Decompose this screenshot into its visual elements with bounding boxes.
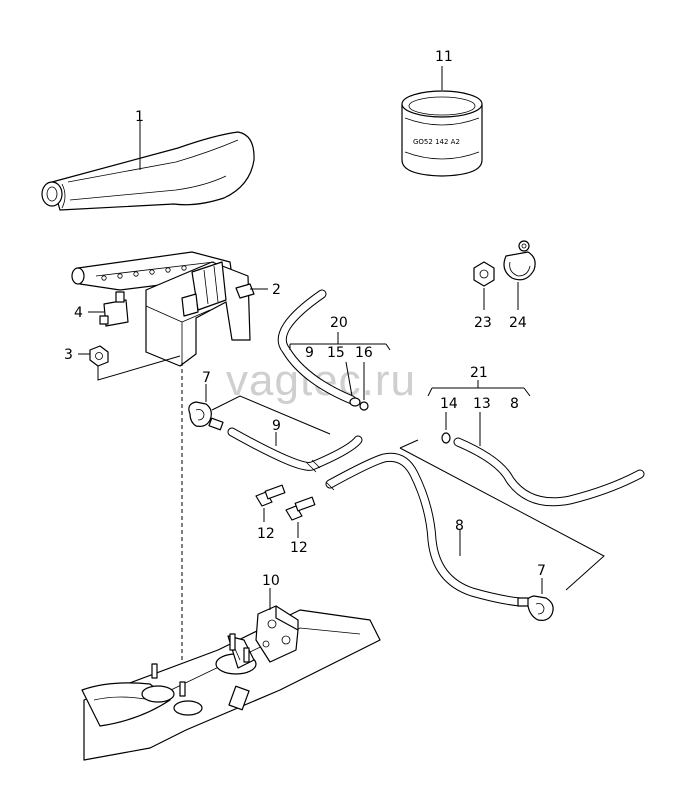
callout-23: 23	[474, 315, 492, 331]
part-1-lever-grip[interactable]	[41, 131, 255, 211]
part-12-bolt-a[interactable]	[255, 484, 286, 507]
callout-8a: 8	[510, 396, 519, 412]
callout-12a: 12	[257, 526, 275, 542]
part-7-connector-right[interactable]	[517, 595, 554, 621]
part-4-switch[interactable]	[99, 291, 129, 327]
part-10-bracket[interactable]	[255, 605, 299, 663]
callout-10: 10	[262, 573, 280, 589]
callout-13: 13	[473, 396, 491, 412]
bracket-21-right	[523, 387, 531, 397]
part-12-bolt-b[interactable]	[285, 496, 316, 521]
callout-7a: 7	[202, 370, 211, 386]
part-11-filter[interactable]: GO52 142 A2	[401, 90, 483, 177]
callout-2: 2	[272, 282, 281, 298]
assembly-line-7a	[211, 395, 331, 435]
part-24-clip[interactable]	[503, 240, 536, 281]
callout-16: 16	[355, 345, 373, 361]
callout-15: 15	[327, 345, 345, 361]
callout-24: 24	[509, 315, 527, 331]
callout-21: 21	[470, 365, 488, 381]
leader-15	[345, 361, 353, 397]
bracket-21-left	[427, 387, 433, 397]
floor-pan	[81, 609, 381, 761]
callout-9b: 9	[272, 418, 281, 434]
bracket-20-right	[385, 343, 391, 351]
filter-label: GO52 142 A2	[413, 138, 460, 146]
part-23-nut[interactable]	[473, 261, 495, 287]
callout-7b: 7	[537, 563, 546, 579]
callout-9a: 9	[305, 345, 314, 361]
part-20-hose-assembly[interactable]	[277, 289, 369, 411]
part-2-lever-mechanism[interactable]	[71, 251, 255, 367]
assembly-line-3	[97, 355, 181, 381]
part-3-nut[interactable]	[89, 345, 109, 367]
callout-14: 14	[440, 396, 458, 412]
part-13-hose[interactable]	[441, 432, 645, 507]
part-8-hose[interactable]	[325, 452, 525, 607]
callout-4: 4	[74, 305, 83, 321]
callout-1: 1	[135, 109, 144, 125]
callout-3: 3	[64, 347, 73, 363]
assembly-line-14	[399, 439, 419, 449]
callout-12b: 12	[290, 540, 308, 556]
part-9-hose[interactable]	[227, 427, 363, 473]
callout-20: 20	[330, 315, 348, 331]
callout-11: 11	[435, 49, 453, 65]
callout-8b: 8	[455, 518, 464, 534]
assembly-line-8	[399, 447, 605, 591]
part-7-connector-left[interactable]	[188, 401, 224, 431]
